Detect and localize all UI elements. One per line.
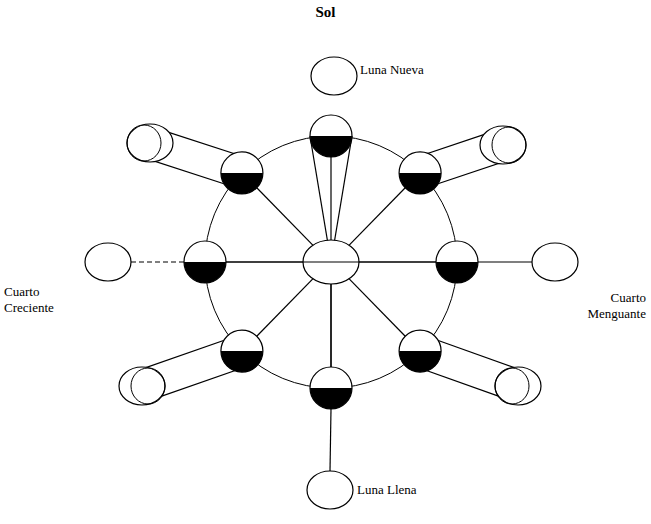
phase-label: Luna Llena	[357, 482, 477, 498]
orbit-moon	[310, 367, 352, 409]
orbit-moon	[184, 241, 226, 283]
phase-moon	[119, 367, 165, 405]
axis-line	[226, 261, 436, 262]
orbit-circle	[205, 136, 457, 388]
earth-line	[303, 261, 359, 262]
phase-moon	[127, 124, 173, 162]
phase-label: Luna Nueva	[360, 62, 480, 78]
sight-line	[257, 278, 314, 337]
sight-line	[257, 188, 314, 247]
phase-moon	[495, 367, 541, 405]
phase-moon	[311, 57, 357, 95]
phase-moon	[307, 471, 353, 509]
orbit-moon	[399, 152, 441, 194]
phase-moon	[480, 126, 526, 164]
phase-moon	[85, 243, 131, 281]
orbit-moon	[221, 152, 263, 194]
phase-label: Cuarto Menguante	[576, 290, 646, 323]
sun-label: Sol	[0, 4, 651, 21]
phase-line	[330, 409, 331, 471]
orbit-moon	[399, 330, 441, 372]
sight-line	[348, 188, 405, 247]
orbit-moon	[310, 115, 352, 157]
orbit-moon	[221, 330, 263, 372]
phase-line	[478, 261, 532, 262]
orbit-moon	[436, 241, 478, 283]
earth	[303, 240, 359, 284]
phase-line	[131, 261, 184, 262]
phase-moon	[532, 243, 578, 281]
phase-label: Cuarto Creciente	[4, 284, 76, 317]
sight-line	[348, 278, 405, 337]
